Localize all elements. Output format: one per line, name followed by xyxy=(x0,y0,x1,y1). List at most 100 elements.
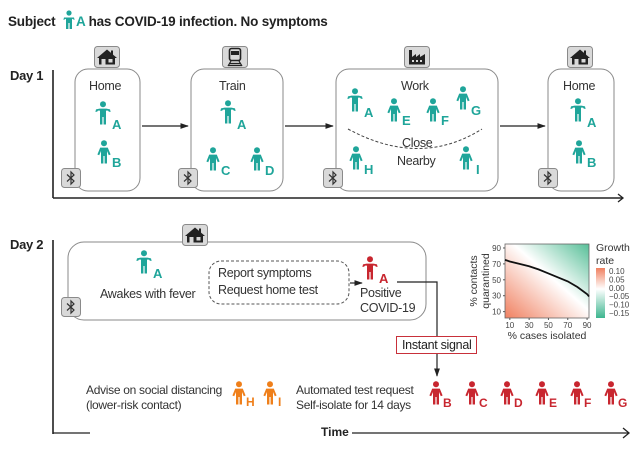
low-risk-line: Advise on social distancing xyxy=(86,383,222,397)
high-risk-line: Automated test request xyxy=(296,383,414,397)
positive-text: Positive COVID-19 xyxy=(360,286,416,316)
close-zone-label: Close xyxy=(402,136,433,150)
y-tick-label: 90 xyxy=(492,244,501,253)
x-tick-label: 50 xyxy=(544,321,553,330)
positive-person-icon xyxy=(362,256,378,280)
x-tick-label: 30 xyxy=(525,321,534,330)
house-icon xyxy=(94,46,120,68)
instant-signal-box: Instant signal xyxy=(396,336,478,354)
high-risk-person-label: C xyxy=(479,396,488,410)
work-box xyxy=(335,68,499,192)
covid-line: COVID-19 xyxy=(360,301,416,315)
positive-person-label: A xyxy=(379,271,389,286)
person-icon xyxy=(63,10,75,29)
plot-frame xyxy=(504,243,590,319)
y-tick-label: 30 xyxy=(492,292,501,301)
person-icon xyxy=(206,147,220,171)
person-icon xyxy=(349,146,363,170)
y-axis-label: % contacts xyxy=(468,255,480,306)
day1-label: Day 1 xyxy=(10,68,44,83)
bluetooth-icon xyxy=(323,168,343,188)
person-icon xyxy=(220,100,236,124)
y-axis-label: quarantined xyxy=(480,253,492,309)
home-box-2 xyxy=(547,68,615,192)
legend-tick-label: −0.10 xyxy=(609,301,630,310)
action-request: Request home test xyxy=(218,283,318,297)
person-icon xyxy=(250,147,264,171)
person-icon xyxy=(347,88,363,112)
bluetooth-icon xyxy=(61,297,81,317)
person-label: A xyxy=(237,117,247,132)
day2-label: Day 2 xyxy=(10,237,44,252)
day2-axis xyxy=(52,240,631,439)
action-report: Report symptoms xyxy=(218,266,312,280)
person-icon xyxy=(572,140,586,164)
person-label: B xyxy=(112,155,122,170)
high-risk-person-icon xyxy=(604,381,618,405)
home-box xyxy=(74,68,141,192)
day1-axis xyxy=(52,70,625,203)
x-tick-label: 10 xyxy=(505,321,514,330)
close-zone-arc xyxy=(347,128,483,149)
legend-tick-label: 0.00 xyxy=(609,284,625,293)
bluetooth-icon xyxy=(61,168,81,188)
factory-icon xyxy=(404,46,430,68)
high-risk-text: Automated test request Self-isolate for … xyxy=(296,383,414,413)
legend-tick-label: −0.05 xyxy=(609,292,630,301)
train-icon xyxy=(222,46,248,68)
high-risk-person-label: F xyxy=(584,396,592,410)
y-tick-label: 50 xyxy=(492,276,501,285)
bluetooth-icon xyxy=(538,168,558,188)
positive-line: Positive xyxy=(360,286,402,300)
title-suffix: has COVID-19 infection. No symptoms xyxy=(88,14,328,29)
threshold-curve xyxy=(504,259,590,298)
low-risk-person-label: I xyxy=(278,395,282,409)
location-label: Home xyxy=(89,79,122,93)
low-risk-text: Advise on social distancing (lower-risk … xyxy=(86,383,222,413)
person-icon xyxy=(136,250,152,274)
person-icon xyxy=(95,101,111,125)
legend-colorbar xyxy=(596,268,605,318)
person-label: C xyxy=(221,163,231,178)
y-tick-label: 70 xyxy=(492,260,501,269)
high-risk-person-label: D xyxy=(514,396,523,410)
day2-home-box xyxy=(67,241,427,321)
action-dashed-box xyxy=(208,260,350,305)
person-label: A xyxy=(587,115,597,130)
location-label: Train xyxy=(219,79,246,93)
figure-title: Subject A has COVID-19 infection. No sym… xyxy=(8,10,328,30)
person-label: H xyxy=(364,162,374,177)
nearby-zone-label: Nearby xyxy=(397,154,436,168)
person-label: A xyxy=(112,117,122,132)
title-subject: A xyxy=(75,14,85,29)
house-icon xyxy=(567,46,593,68)
person-label: A xyxy=(364,105,374,120)
high-risk-person-icon xyxy=(465,381,479,405)
house-icon xyxy=(182,224,208,246)
bluetooth-icon xyxy=(178,168,198,188)
high-risk-person-label: E xyxy=(549,396,558,410)
high-risk-line: Self-isolate for 14 days xyxy=(296,398,411,412)
high-risk-person-icon xyxy=(429,381,443,405)
legend-tick-label: 0.05 xyxy=(609,275,625,284)
person-label: F xyxy=(441,113,449,128)
legend-title: rate xyxy=(596,255,614,267)
heatmap-area xyxy=(505,244,589,318)
y-tick-label: 10 xyxy=(492,308,501,317)
person-icon xyxy=(570,98,586,122)
x-tick-label: 70 xyxy=(563,321,572,330)
low-risk-person-label: H xyxy=(246,395,255,409)
high-risk-person-icon xyxy=(500,381,514,405)
person-icon xyxy=(459,146,473,170)
awakes-text: Awakes with fever xyxy=(100,287,196,301)
low-risk-person-icon xyxy=(232,381,246,405)
person-label: A xyxy=(153,266,163,281)
train-box xyxy=(190,68,284,192)
high-risk-person-label: B xyxy=(443,396,452,410)
location-label: Work xyxy=(401,79,429,93)
person-label: I xyxy=(476,162,480,177)
low-risk-person-icon xyxy=(263,381,277,405)
person-label: D xyxy=(265,163,275,178)
